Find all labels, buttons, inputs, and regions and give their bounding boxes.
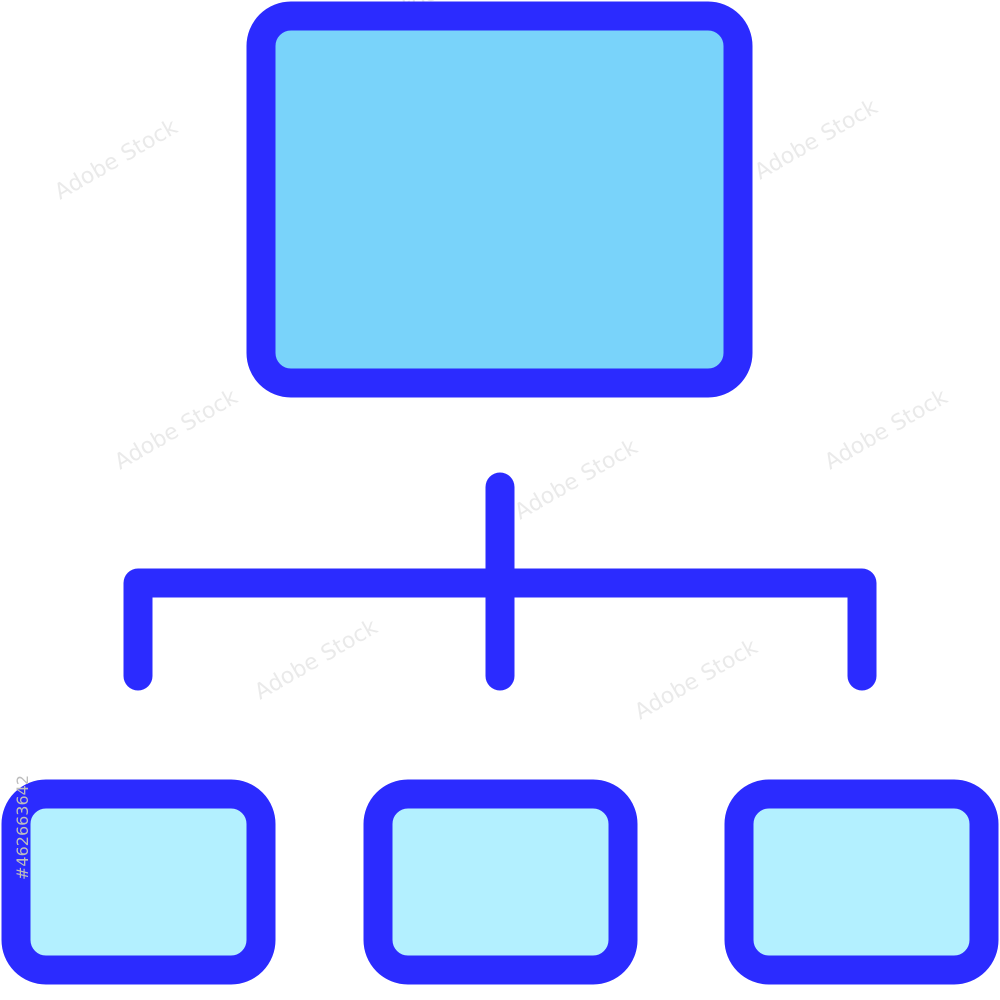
watermark-text: Adobe Stock <box>111 385 243 476</box>
child-node-box-center <box>363 779 638 985</box>
branch-line <box>123 568 877 691</box>
child-node-box-left <box>1 779 276 985</box>
child-node-box-right <box>724 779 999 985</box>
stock-id-text: #462663642 <box>13 775 32 880</box>
watermark-text: Adobe Stock <box>631 635 763 726</box>
watermark-text: Adobe Stock <box>821 385 953 476</box>
watermark-text: Adobe Stock <box>751 95 883 186</box>
parent-node-box <box>246 1 753 398</box>
watermark-text: Adobe Stock <box>511 435 643 526</box>
watermark-text: Adobe Stock <box>51 115 183 206</box>
watermark-text: Adobe Stock <box>251 615 383 706</box>
connector-lines <box>123 472 877 691</box>
